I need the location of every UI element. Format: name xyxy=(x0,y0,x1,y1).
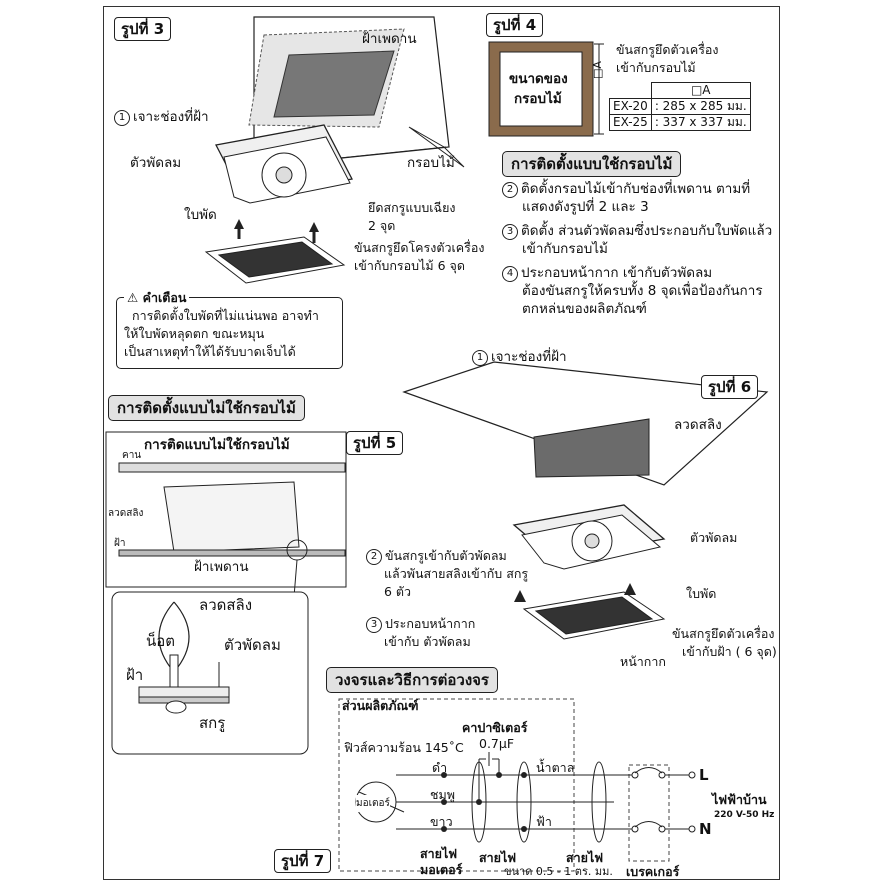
breaker-label: เบรคเกอร์ xyxy=(626,864,680,879)
motor-wire-2: มอเตอร์ xyxy=(420,862,463,877)
warning-box xyxy=(116,297,343,369)
breaker-box xyxy=(628,764,670,862)
fig3-ceiling-label: ฝ้าเพดาน xyxy=(362,31,417,47)
fig5-step3-2: เข้ากับ ตัวพัดลม xyxy=(384,634,471,649)
mains-spec: 220 V-50 Hz xyxy=(714,810,775,820)
motor-label: มอเตอร์ xyxy=(356,795,390,812)
frame-step4-2: ต้องขันสกรูให้ครบทั้ง 8 จุดเพื่อป้องกันก… xyxy=(522,283,763,299)
fig6-screw-1: ขันสกรูยึดตัวเครื่อง xyxy=(672,626,775,641)
fig4-row-model: EX-20 xyxy=(609,98,652,115)
noframe-title: การติดตั้งแบบไม่ใช้กรอบไม้ xyxy=(108,395,305,421)
product-part-box xyxy=(338,698,575,872)
sling-label: ลวดสลิง xyxy=(108,508,144,519)
fig4-frame-text-1: ขนาดของ xyxy=(509,71,568,87)
noframe-detail-box xyxy=(111,591,309,755)
wire-pink: ชมพู xyxy=(430,787,455,802)
nut-label: น็อต xyxy=(146,632,176,650)
fig6-grille-label: หน้ากาก xyxy=(620,654,666,669)
warning-title: ⚠ คำเตือน xyxy=(124,289,190,306)
warning-line1: การติดตั้งใบพัดที่ไม่แน่นพอ อาจทำ xyxy=(132,308,319,323)
noframe-box-title: การติดแบบไม่ใช้กรอบไม้ xyxy=(144,437,290,453)
fig3-screw-frame-1: ขันสกรูยึดโครงตัวเครื่อง xyxy=(354,240,485,255)
fig3-blade-label: ใบพัด xyxy=(184,207,217,223)
motor-wire-1: สายไฟ xyxy=(420,846,458,861)
mains-label: ไฟฟ้าบ้าน xyxy=(712,792,767,807)
fig4-table-header: □A xyxy=(650,82,751,99)
beam xyxy=(118,462,346,473)
noframe-ceiling-label: ฝ้าเพดาน xyxy=(194,559,249,575)
wiring-title: วงจรและวิธีการต่อวงจร xyxy=(326,667,498,693)
fig3-label: รูปที่ 3 xyxy=(114,17,172,41)
wire-brown: น้ำตาล xyxy=(536,760,575,775)
wire-label: สายไฟ xyxy=(479,850,517,865)
fig4-label: รูปที่ 4 xyxy=(486,13,544,37)
fig6-fan-label: ตัวพัดลม xyxy=(690,530,738,545)
fig5-step2-2: แล้วพันสายสลิงเข้ากับ สกรู xyxy=(384,566,529,581)
fig4-note-2: เข้ากับกรอบไม้ xyxy=(616,60,696,75)
fig4-row-size: : 285 x 285 มม. xyxy=(650,98,751,115)
fig5-step2-3: 6 ตัว xyxy=(384,584,412,599)
product-part-label: ส่วนผลิตภัณฑ์ xyxy=(342,698,419,713)
fig4-frame-text-2: กรอบไม้ xyxy=(514,91,562,107)
illustrations xyxy=(105,16,769,872)
wire-size-note: ขนาด 0.5 - 1 ตร. มม. xyxy=(504,865,613,878)
fig6-sling-label: ลวดสลิง xyxy=(674,417,722,433)
detail-fan-label: ตัวพัดลม xyxy=(224,636,281,654)
fig7-label: รูปที่ 7 xyxy=(274,849,332,873)
fuse-label: ฟิวส์ความร้อน 145˚C xyxy=(344,740,464,755)
N-terminal: N xyxy=(699,820,712,838)
beam-label: คาน xyxy=(122,450,142,461)
fig3-screw-count: 2 จุด xyxy=(368,218,396,233)
frame-step3-2: เข้ากับกรอบไม้ xyxy=(522,241,608,257)
detail-ceiling-label: ฝ้า xyxy=(126,666,144,684)
warning-line3: เป็นสาเหตุทำให้ได้รับบาดเจ็บได้ xyxy=(124,344,296,359)
noframe-fan xyxy=(163,481,300,553)
noframe-drawing-box xyxy=(105,431,347,588)
fig4-note-1: ขันสกรูยึดตัวเครื่อง xyxy=(616,42,719,57)
frame-step2-2: แสดงดังรูปที่ 2 และ 3 xyxy=(522,199,649,215)
fig4-row-model: EX-25 xyxy=(609,114,652,131)
wire-black: ดำ xyxy=(432,760,448,775)
fig6-label: รูปที่ 6 xyxy=(701,375,759,399)
detail-sling-label: ลวดสลิง xyxy=(199,596,253,614)
wire-label-2: สายไฟ xyxy=(566,850,604,865)
warning-line2: ให้ใบพัดหลุดตก ขณะหมุน xyxy=(124,326,265,341)
fig3-frame-opening xyxy=(273,50,395,118)
fig3-screw-angle: ยึดสกรูแบบเฉียง xyxy=(368,200,456,215)
frame-install-title: การติดตั้งแบบใช้กรอบไม้ xyxy=(502,151,682,177)
fig3-frame-label: กรอบไม้ xyxy=(407,155,455,171)
warning-icon: ⚠ xyxy=(127,290,139,305)
frame-step4-3: ตกหล่นของผลิตภัณฑ์ xyxy=(522,301,647,317)
fig3-fan-label: ตัวพัดลม xyxy=(130,155,182,171)
fig6-sling-area xyxy=(533,418,650,478)
fig4-size-table: □A EX-20: 285 x 285 มม. EX-25: 337 x 337… xyxy=(609,82,751,131)
fig4-row-size: : 337 x 337 มม. xyxy=(650,114,751,131)
fig4-dim-label: □A xyxy=(591,61,604,79)
ceiling-short-label: ฝ้า xyxy=(114,538,126,549)
screw-label: สกรู xyxy=(199,714,226,732)
fig6-screw-2: เข้ากับฝ้า ( 6 จุด) xyxy=(682,644,777,659)
fig6-blade-label: ใบพัด xyxy=(686,586,717,601)
capacitor-value: 0.7µF xyxy=(479,736,515,751)
noframe-ceiling xyxy=(118,549,346,557)
wire-white: ขาว xyxy=(430,814,453,829)
fig5-label: รูปที่ 5 xyxy=(346,431,404,455)
L-terminal: L xyxy=(699,766,709,784)
wire-blue: ฟ้า xyxy=(536,814,552,829)
fig3-screw-frame-2: เข้ากับกรอบไม้ 6 จุด xyxy=(354,258,465,273)
capacitor-label: คาปาซิเตอร์ xyxy=(462,720,528,735)
